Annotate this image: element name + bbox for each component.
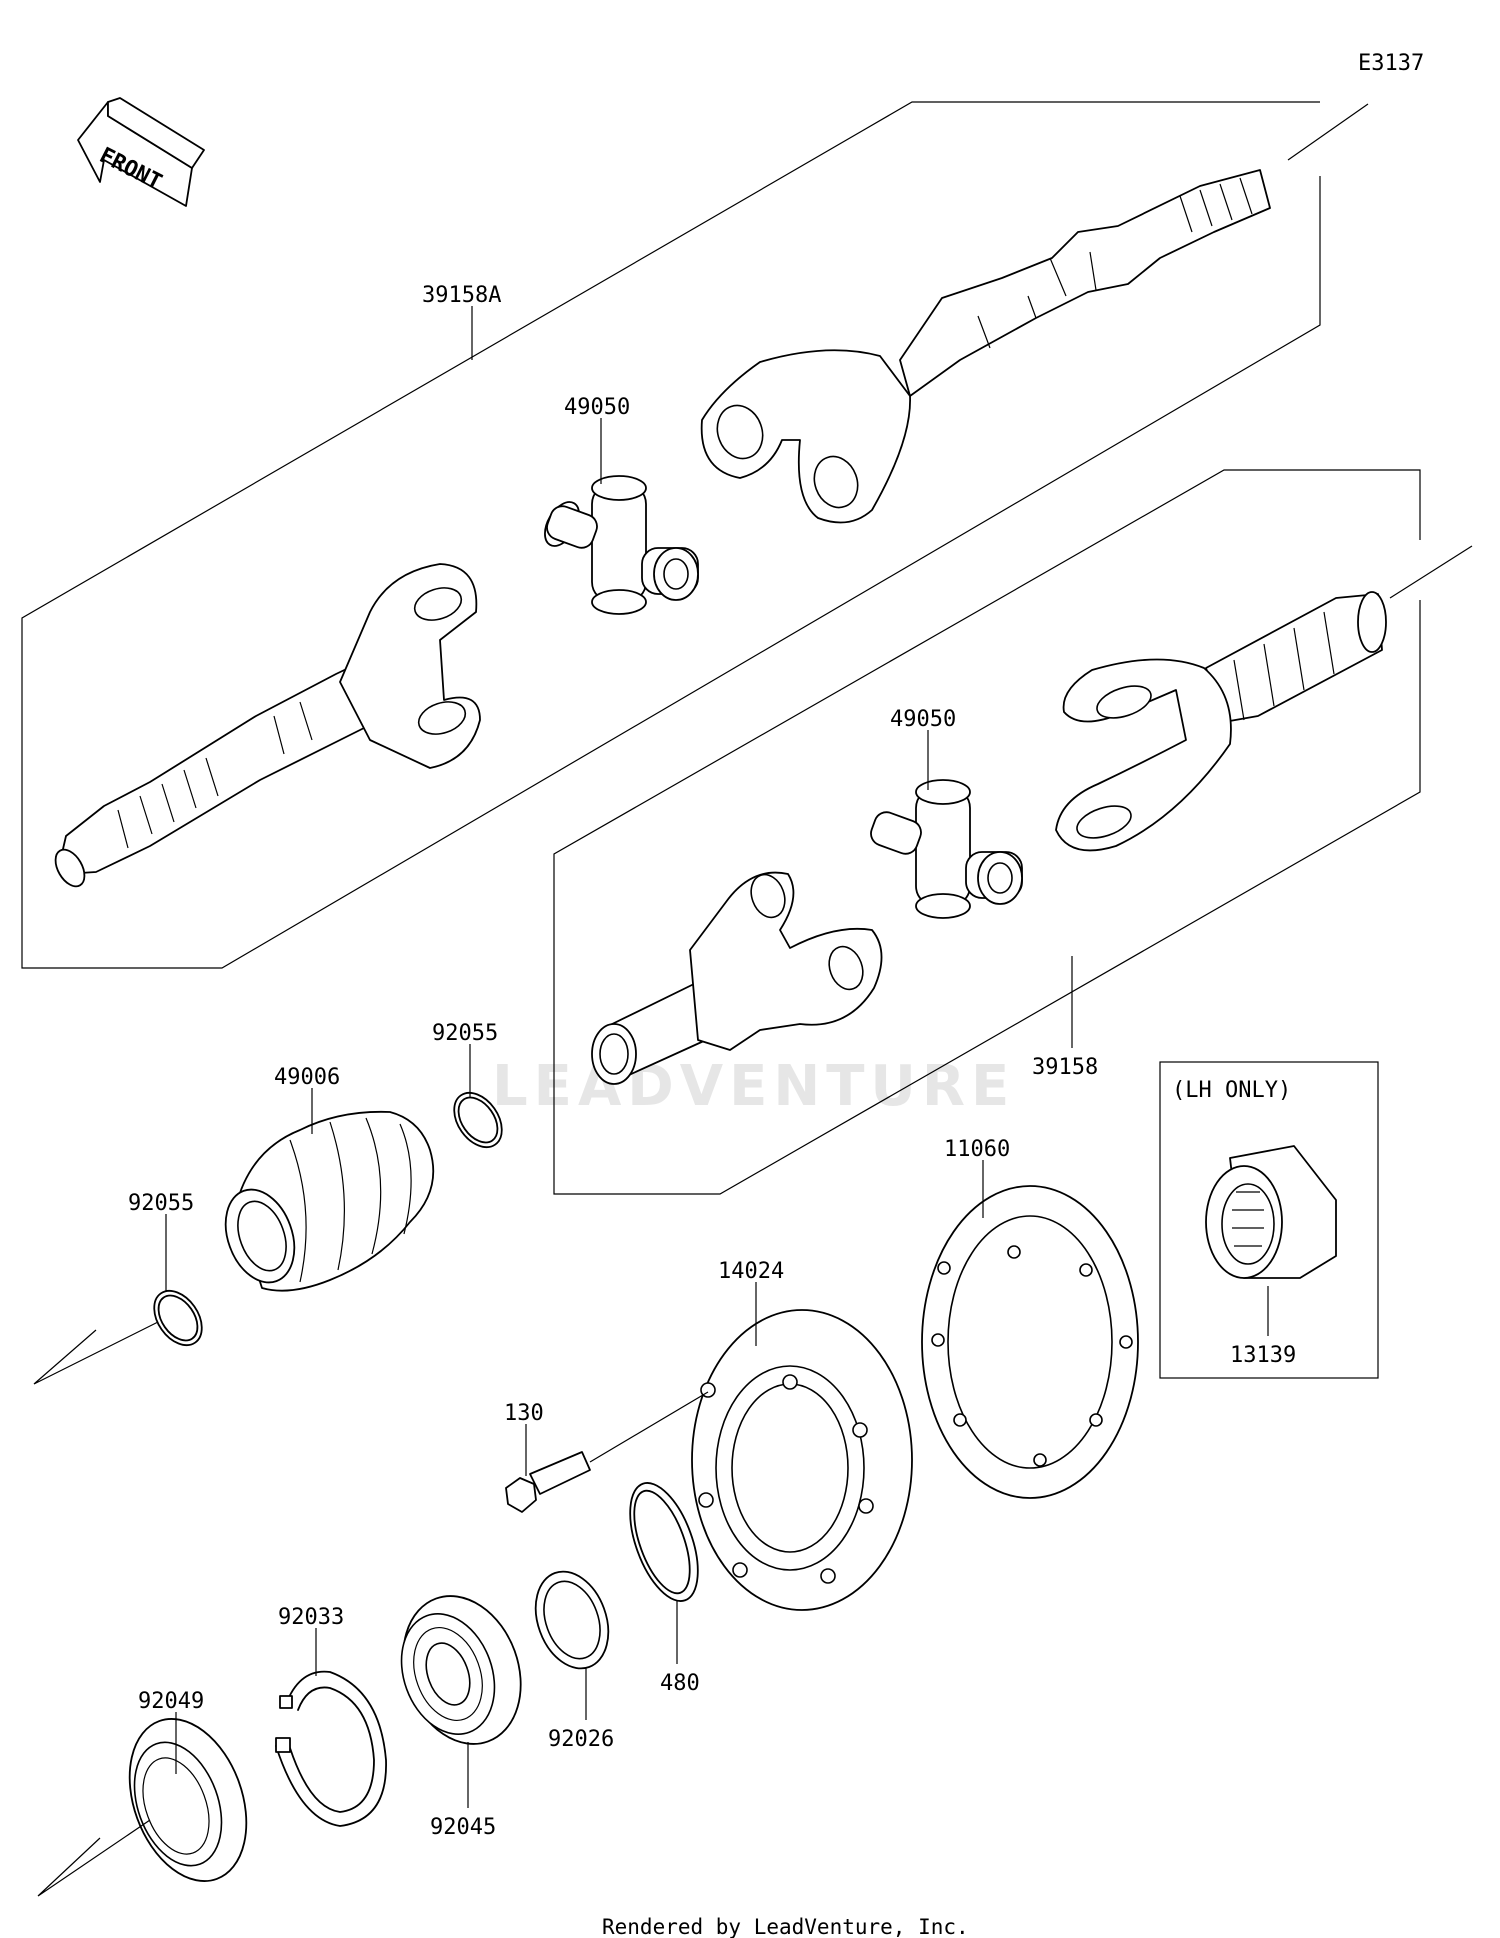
label-92033: 92033 [278,1605,344,1630]
oil-seal-92049 [37,1718,248,1897]
shim-92026 [534,1570,610,1670]
leader-lines [165,306,1269,1808]
circlip-480 [629,1482,699,1602]
sleeve-13139 [1205,1145,1337,1279]
boot-49006 [224,1110,435,1292]
label-39158A: 39158A [422,283,501,308]
lower-shaft-group-frame [553,469,1473,1195]
label-92055-upper: 92055 [432,1021,498,1046]
label-92049: 92049 [138,1689,204,1714]
ring-92055-upper [453,1091,503,1149]
lower-shaft-left [591,871,883,1085]
diagram-code: E3137 [1358,51,1424,76]
bearing-92045 [400,1595,522,1745]
label-480: 480 [660,1671,700,1696]
label-92055-lower: 92055 [128,1191,194,1216]
upper-universal-cross [544,475,699,615]
label-49050-lower: 49050 [890,707,956,732]
label-49050-upper: 49050 [564,395,630,420]
watermark: LEADVENTURE [492,1054,1015,1119]
upper-shaft-group-frame [21,101,1369,969]
label-130: 130 [504,1401,544,1426]
label-13139: 13139 [1230,1343,1296,1368]
bolt-130 [505,1391,709,1513]
snap-ring-92033 [275,1670,387,1827]
front-arrow-icon: FRONT [77,97,205,207]
render-credit: Rendered by LeadVenture, Inc. [602,1915,969,1938]
label-11060: 11060 [944,1137,1010,1162]
lower-shaft-right [1055,591,1387,852]
label-92045: 92045 [430,1815,496,1840]
label-39158: 39158 [1032,1055,1098,1080]
label-92026: 92026 [548,1727,614,1752]
upper-shaft-left [54,563,481,888]
lower-universal-cross [870,779,1023,919]
lh-only-label: (LH ONLY) [1172,1078,1291,1103]
ring-92055-lower [33,1289,203,1385]
gasket-11060 [921,1185,1139,1499]
label-49006: 49006 [274,1065,340,1090]
lh-only-box: (LH ONLY) [1159,1061,1379,1379]
housing-14024 [691,1309,913,1611]
upper-shaft-right [700,169,1271,524]
label-14024: 14024 [718,1259,784,1284]
